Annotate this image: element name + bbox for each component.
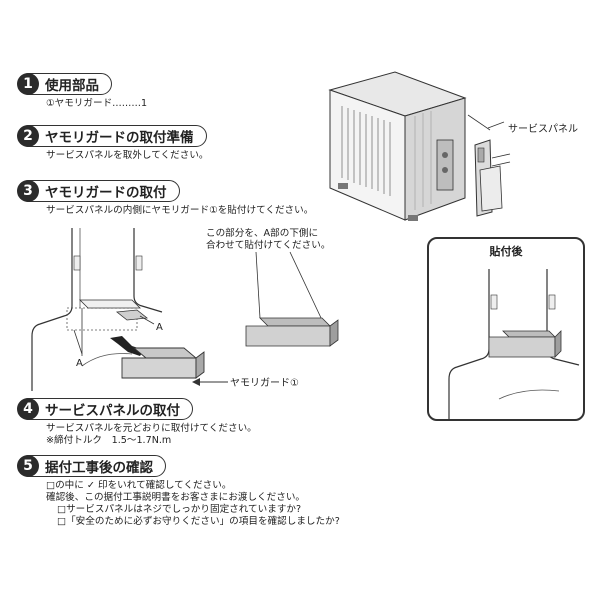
step-5-heading: 5 据付工事後の確認	[17, 455, 166, 477]
step-5-checkbox-1[interactable]: □サービスパネルはネジでしっかり固定されていますか?	[57, 504, 302, 515]
step-4-heading: 4 サービスパネルの取付	[17, 398, 193, 420]
step-1-number: 1	[17, 73, 39, 95]
after-attach-title: 貼付後	[489, 245, 523, 258]
step-5-checkbox-2[interactable]: □「安全のために必ずお守りください」の項目を確認しましたか?	[57, 516, 340, 527]
point-a-label: A	[156, 322, 163, 333]
step-1-title: 使用部品	[45, 78, 99, 94]
point-a-label-2: A	[76, 358, 83, 369]
outdoor-unit-illustration: サービスパネル	[328, 71, 578, 221]
step-1-heading: 1 使用部品	[17, 73, 112, 95]
gecko-guard-detail	[245, 251, 339, 347]
after-attach-panel: 貼付後	[427, 237, 585, 421]
step-3-title: ヤモリガードの取付	[45, 185, 167, 201]
step-5-line-1: □の中に ✓ 印をいれて確認してください。	[46, 480, 232, 491]
gecko-guard-label: ヤモリガード①	[230, 377, 299, 389]
after-attach-illustration	[448, 269, 580, 419]
step-4-line-2: ※締付トルク 1.5～1.7N.m	[46, 435, 172, 446]
gecko-guard-leader: ヤモリガード①	[192, 377, 299, 389]
callout-line-1: この部分を、A部の下側に	[206, 228, 319, 239]
callout-line-2: 合わせて貼付けてください。	[206, 240, 331, 251]
step-3-line-1: サービスパネルの内側にヤモリガード①を貼付けてください。	[46, 205, 314, 216]
step-4-title: サービスパネルの取付	[45, 403, 180, 419]
step-5-line-2: 確認後、この据付工事説明書をお客さまにお渡しください。	[46, 492, 306, 503]
step-3-number: 3	[17, 180, 39, 202]
step-3-heading: 3 ヤモリガードの取付	[17, 180, 180, 202]
step-4-number: 4	[17, 398, 39, 420]
step-4-line-1: サービスパネルを元どおりに取付けてください。	[46, 423, 257, 434]
step-5-number: 5	[17, 455, 39, 477]
step-2-heading: 2 ヤモリガードの取付準備	[17, 125, 207, 147]
step-2-title: ヤモリガードの取付準備	[45, 130, 194, 146]
step-5-title: 据付工事後の確認	[45, 460, 153, 476]
step-1-line-1: ①ヤモリガード………1	[46, 98, 148, 109]
step-2-number: 2	[17, 125, 39, 147]
installation-illustration: A A	[31, 228, 205, 391]
step-2-line-1: サービスパネルを取外してください。	[46, 150, 209, 161]
service-panel-label: サービスパネル	[508, 123, 578, 135]
